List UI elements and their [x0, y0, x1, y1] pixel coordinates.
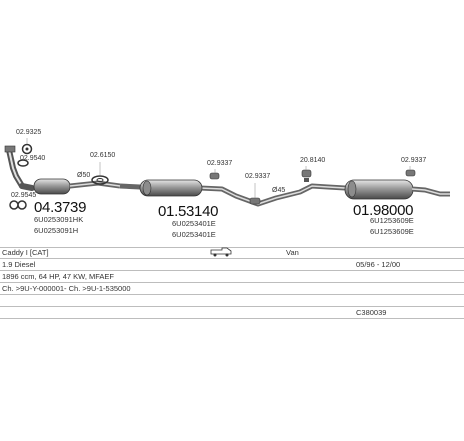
- table-row: [0, 295, 464, 307]
- middle-pipe: [119, 183, 346, 207]
- rear-silencer: [344, 179, 450, 200]
- engine-spec: 1896 ccm, 64 HP, 47 KW, MFAEF: [2, 272, 114, 281]
- table-top-border: [0, 247, 464, 248]
- engine: 1.9 Diesel: [2, 260, 36, 269]
- rear-box-oem-1: 6U1253609E: [370, 216, 414, 225]
- mid-hanger-icon: [209, 172, 220, 180]
- chassis-range: Ch. >9U-Y-000001- Ch. >9U-1-535000: [2, 284, 131, 293]
- leader-lines: [26, 138, 411, 198]
- clamp-top-icon: [21, 143, 33, 155]
- gasket-label: 02.6150: [90, 152, 116, 159]
- middle-box-number: 01.53140: [158, 203, 219, 220]
- front-pipe-number: 04.3739: [34, 199, 87, 216]
- front-pipe-oem-1: 6U0253091HK: [34, 215, 84, 224]
- table-row: 1.9 Diesel 05/96 - 12/00: [0, 259, 464, 271]
- middle-box-oem-1: 6U0253401E: [172, 219, 216, 228]
- table-row: Ch. >9U-Y-000001- Ch. >9U-1-535000: [0, 283, 464, 295]
- diameter-45-label: Ø45: [272, 187, 286, 194]
- middle-silencer: [139, 179, 203, 197]
- clamp-mid-icon: [17, 159, 29, 167]
- clamp-low-icon: [9, 200, 27, 210]
- table-row: C380039: [0, 307, 464, 319]
- exhaust-diagram: 02.9325 02.9540 02.9545 04.3739 6U025309…: [4, 129, 450, 239]
- van-icon: [210, 247, 232, 259]
- exhaust-drawing: [4, 138, 450, 210]
- mid-hanger-label: 02.9337: [207, 160, 233, 167]
- rear-box-number: 01.98000: [353, 202, 414, 219]
- front-pipe-oem-2: 6U0253091H: [34, 226, 79, 235]
- mid-clamp-label: 02.9337: [245, 173, 271, 180]
- clamp-low-label: 02.9545: [11, 192, 37, 199]
- rear-hanger-left-label: 20.8140: [300, 157, 326, 164]
- rear-box-oem-2: 6U1253609E: [370, 227, 414, 236]
- rear-hanger-right-label: 02.9337: [401, 157, 427, 164]
- body-type: Van: [286, 248, 299, 257]
- catalog-code: C380039: [356, 308, 387, 317]
- table-row: Caddy I [CAT] Van: [0, 247, 464, 259]
- vehicle-info-table: Caddy I [CAT] Van 1.9 Diesel 05/96 - 12/…: [0, 247, 464, 323]
- clamp-mid-label: 02.9540: [20, 155, 46, 162]
- diameter-50-label: Ø50: [77, 172, 91, 179]
- front-pipe: [4, 145, 35, 191]
- middle-box-oem-2: 6U0253401E: [172, 230, 216, 239]
- mid-clamp-icon: [249, 197, 261, 205]
- vehicle-model: Caddy I [CAT]: [2, 248, 49, 257]
- front-catalyst: [33, 178, 121, 195]
- rear-hanger-right-icon: [405, 169, 416, 177]
- table-row: 1896 ccm, 64 HP, 47 KW, MFAEF: [0, 271, 464, 283]
- clamp-top-label: 02.9325: [16, 129, 42, 136]
- date-range: 05/96 - 12/00: [356, 260, 401, 269]
- rear-hanger-left-icon: [301, 169, 312, 182]
